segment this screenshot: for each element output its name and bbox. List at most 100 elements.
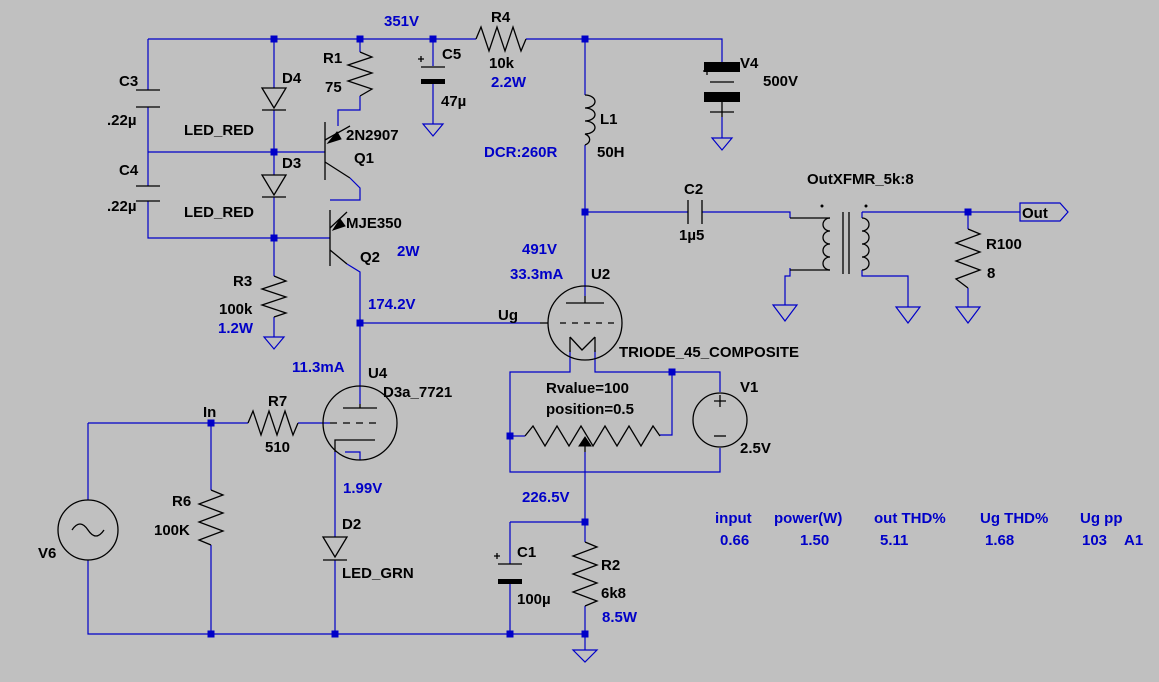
voltage-source-v6[interactable]	[57, 499, 119, 561]
c3-name: C3	[119, 73, 138, 90]
r1-value: 75	[325, 79, 342, 96]
node-voltage-174: 174.2V	[368, 296, 416, 313]
v1-name: V1	[740, 379, 758, 396]
transistor-q1[interactable]	[324, 122, 351, 180]
r4-value: 10k	[489, 55, 515, 72]
d4-model: LED_RED	[184, 122, 254, 139]
results-value: 1.68	[985, 532, 1014, 549]
xfmr-model: OutXFMR_5k:8	[807, 171, 914, 188]
resistor-r3[interactable]	[259, 275, 289, 318]
v1-value: 2.5V	[740, 440, 771, 457]
transistor-q2[interactable]	[329, 210, 348, 266]
c5-value: 47µ	[441, 93, 466, 110]
q1-model: 2N2907	[346, 127, 399, 144]
c1-name: C1	[517, 544, 536, 561]
capacitor-c3[interactable]	[136, 89, 160, 108]
r100-name: R100	[986, 236, 1022, 253]
results-header: input	[715, 510, 752, 527]
v6-name: V6	[38, 545, 56, 562]
l1-name: L1	[600, 111, 618, 128]
d3-model: LED_RED	[184, 204, 254, 221]
r7-value: 510	[265, 439, 290, 456]
out-label: Out	[1022, 205, 1048, 222]
diode-d4[interactable]	[260, 87, 288, 111]
output-transformer[interactable]	[790, 204, 870, 275]
c4-name: C4	[119, 162, 139, 179]
r6-name: R6	[172, 493, 191, 510]
capacitor-c1[interactable]	[494, 553, 522, 584]
in-label: In	[203, 404, 216, 421]
r3-power: 1.2W	[218, 320, 254, 337]
r4-name: R4	[491, 9, 511, 26]
v4-name: V4	[740, 55, 759, 72]
plate-current: 33.3mA	[510, 266, 564, 283]
d2-name: D2	[342, 516, 361, 533]
resistor-r6[interactable]	[197, 489, 225, 546]
results-table: input power(W) out THD% Ug THD% Ug pp 0.…	[715, 510, 1143, 549]
battery-v4[interactable]	[703, 62, 740, 117]
potentiometer[interactable]	[524, 424, 661, 452]
results-value: 0.66	[720, 532, 749, 549]
capacitor-c5[interactable]	[418, 56, 445, 84]
results-header: power(W)	[774, 510, 842, 527]
u4-current: 11.3mA	[292, 359, 345, 376]
ug-label: Ug	[498, 307, 518, 324]
pot-position: position=0.5	[546, 401, 634, 418]
resistor-r1[interactable]	[345, 51, 375, 97]
cathode-voltage: 1.99V	[343, 480, 382, 497]
r7-name: R7	[268, 393, 287, 410]
r100-value: 8	[987, 265, 995, 282]
results-value: 5.11	[880, 532, 908, 549]
r2-value: 6k8	[601, 585, 626, 602]
q2-power: 2W	[397, 243, 420, 260]
c5-name: C5	[442, 46, 461, 63]
triode-u2[interactable]	[540, 285, 623, 361]
c1-value: 100µ	[517, 591, 551, 608]
results-header: Ug THD%	[980, 510, 1048, 527]
diode-d2[interactable]	[321, 536, 349, 561]
node-voltage-351: 351V	[384, 13, 419, 30]
inductor-l1[interactable]	[584, 94, 596, 146]
out-port[interactable]	[1019, 202, 1069, 222]
v4-value: 500V	[763, 73, 798, 90]
r6-value: 100K	[154, 522, 190, 539]
u2-model: TRIODE_45_COMPOSITE	[619, 344, 799, 361]
u2-name: U2	[591, 266, 610, 283]
l1-dcr: DCR:260R	[484, 144, 558, 161]
c2-name: C2	[684, 181, 703, 198]
capacitor-c4[interactable]	[136, 185, 160, 202]
triode-u4[interactable]	[322, 385, 398, 461]
diode-d3[interactable]	[260, 174, 288, 198]
ground-symbols	[262, 123, 982, 663]
capacitor-c2[interactable]	[687, 200, 703, 224]
l1-value: 50H	[597, 144, 625, 161]
resistor-r4[interactable]	[475, 24, 527, 54]
node-voltage-491: 491V	[522, 241, 557, 258]
c3-value: .22µ	[107, 112, 137, 129]
d4-name: D4	[282, 70, 302, 87]
resistor-r7[interactable]	[247, 408, 299, 438]
c2-value: 1µ5	[679, 227, 704, 244]
u4-name: U4	[368, 365, 388, 382]
resistor-r100[interactable]	[954, 228, 982, 289]
r1-name: R1	[323, 50, 342, 67]
d3-name: D3	[282, 155, 301, 172]
d2-model: LED_GRN	[342, 565, 414, 582]
r2-power: 8.5W	[602, 609, 638, 626]
q2-model: MJE350	[346, 215, 402, 232]
pot-rvalue: Rvalue=100	[546, 380, 629, 397]
junctions	[207, 35, 972, 638]
q1-name: Q1	[354, 150, 374, 167]
resistor-r2[interactable]	[571, 541, 599, 607]
voltage-source-v1[interactable]	[692, 392, 748, 448]
wires	[87, 38, 1020, 650]
r3-name: R3	[233, 273, 252, 290]
q2-name: Q2	[360, 249, 380, 266]
results-header: out THD%	[874, 510, 946, 527]
results-header: Ug pp	[1080, 510, 1123, 527]
c4-value: .22µ	[107, 198, 137, 215]
r2-name: R2	[601, 557, 620, 574]
results-value: 103	[1082, 532, 1107, 549]
r3-value: 100k	[219, 301, 253, 318]
